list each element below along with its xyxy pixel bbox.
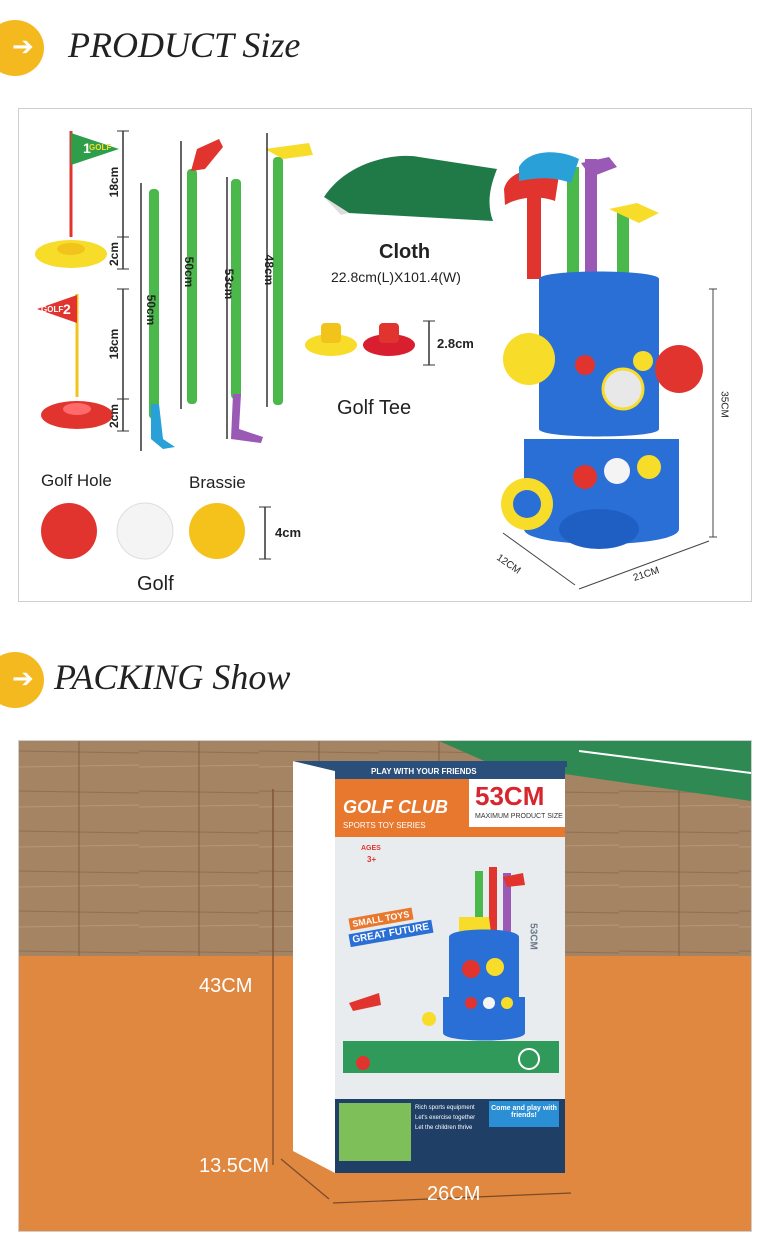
product-illustration <box>35 130 717 590</box>
golf-label: Golf <box>137 573 174 595</box>
flag2-base-label: 2cm <box>107 403 121 429</box>
arrow-badge: ➔ <box>0 20 44 76</box>
cart-height-label: 35CM <box>718 391 730 418</box>
depth-dimension: 13.5CM <box>199 1155 270 1177</box>
arrow-right-icon: ➔ <box>12 32 34 62</box>
box-top-text: PLAY WITH YOUR FRIENDS <box>371 767 477 776</box>
cloth-label: Cloth <box>379 241 431 263</box>
golf-tee-label: Golf Tee <box>337 397 412 419</box>
product-size-panel: 1 GOLF 2 GOLF 18cm 2cm 18cm 2cm Golf Hol… <box>18 108 752 602</box>
box-brand: GOLF CLUB <box>343 797 448 817</box>
box-series: SPORTS TOY SERIES <box>343 821 426 830</box>
box-size-caption: MAXIMUM PRODUCT SIZE <box>475 813 563 820</box>
golf-hole-label: Golf Hole <box>41 471 112 490</box>
width-dimension: 26CM <box>427 1183 481 1205</box>
flag1-text: GOLF <box>89 143 112 152</box>
arrow-badge: ➔ <box>0 652 44 708</box>
height-dimension: 43CM <box>199 975 253 997</box>
flag2-height-label: 18cm <box>107 328 121 360</box>
box-side-size: 53CM <box>527 923 539 950</box>
box-bullet-1: Rich sports equipment <box>415 1105 475 1111</box>
flag1-height-label: 18cm <box>107 166 121 198</box>
brassie-label: Brassie <box>189 473 246 492</box>
packing-illustration <box>19 741 751 1231</box>
ages-label: AGES <box>361 845 381 852</box>
packing-show-panel: GOLF CLUB SPORTS TOY SERIES 53CM MAXIMUM… <box>18 740 752 1232</box>
club2-length-label: 50cm <box>182 256 196 288</box>
box-cta: Come and play with friends! <box>491 1105 557 1119</box>
box-bullet-2: Let's exercise together <box>415 1115 476 1121</box>
box-bullet-3: Let the children thrive <box>415 1125 473 1131</box>
club3-length-label: 53cm <box>222 268 236 300</box>
flag2-number: 2 <box>63 301 71 317</box>
flag1-base-label: 2cm <box>107 241 121 267</box>
section-title: PACKING Show <box>54 657 291 697</box>
section-header-product: ➔ PRODUCT Size <box>0 16 770 76</box>
club1-length-label: 50cm <box>144 294 158 326</box>
ages-value: 3+ <box>367 855 377 864</box>
cloth-dimensions: 22.8cm(L)X101.4(W) <box>331 269 461 285</box>
club4-length-label: 48cm <box>262 254 276 286</box>
section-title: PRODUCT Size <box>68 25 301 65</box>
flag2-text: GOLF <box>41 305 64 314</box>
box-size: 53CM <box>475 781 545 811</box>
flag1-number: 1 <box>83 140 91 156</box>
arrow-right-icon: ➔ <box>12 664 34 694</box>
tee-height-label: 2.8cm <box>437 336 474 351</box>
section-header-packing: ➔ PACKING Show <box>0 648 770 708</box>
ball-size-label: 4cm <box>275 525 302 540</box>
